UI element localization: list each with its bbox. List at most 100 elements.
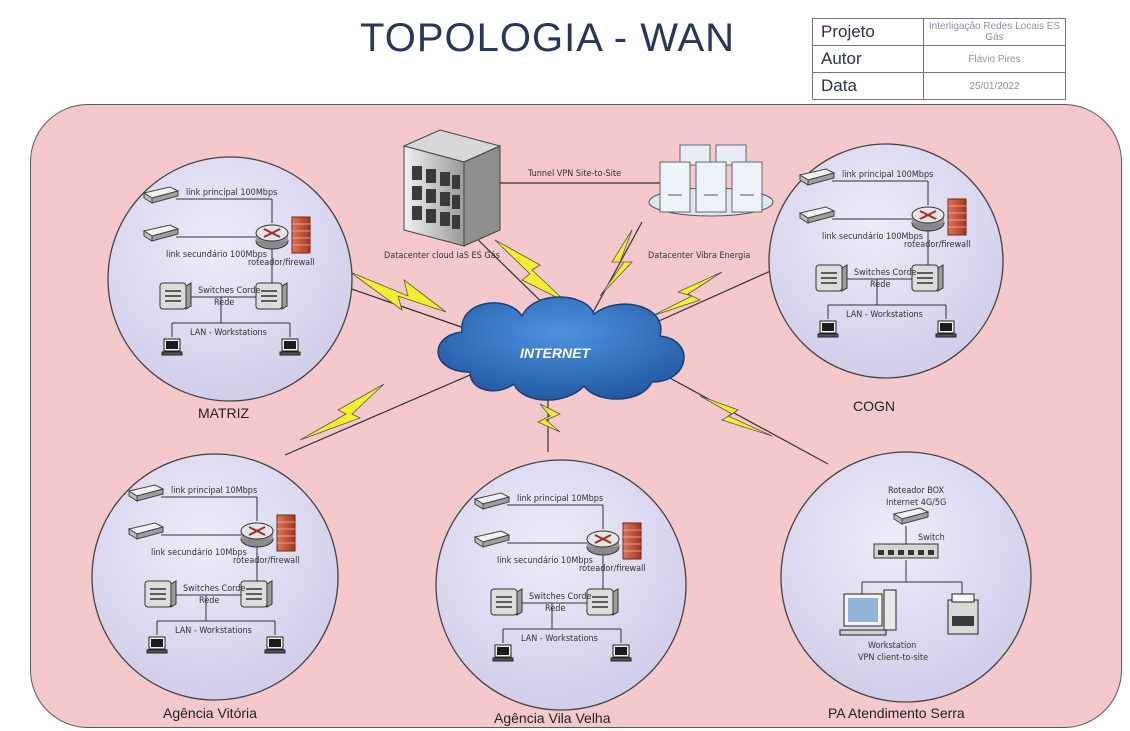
lightning-bolt-icon xyxy=(599,229,633,297)
workstation-icon xyxy=(492,644,514,662)
link-primary-label: link principal 10Mbps xyxy=(171,486,257,496)
switches-label: Switches Corde xyxy=(183,584,245,594)
date-label: Data xyxy=(812,72,924,100)
rede-label: Rede xyxy=(199,596,219,606)
workstation-icon xyxy=(817,320,839,338)
router-label: Internet 4G/5G xyxy=(886,498,946,508)
site-name-label: Agência Vila Velha xyxy=(494,710,611,726)
site-wiring xyxy=(861,526,963,600)
switches-label: Switches Corde xyxy=(854,268,916,278)
lightning-bolt-icon xyxy=(494,239,567,303)
switches-label: Switches Corde xyxy=(529,592,591,602)
link-vitoria xyxy=(284,374,471,456)
sites-group: MATRIZ link principal 100Mbps link secundá… xyxy=(91,143,1032,726)
link-serra xyxy=(667,376,829,465)
switch-icon xyxy=(240,580,273,608)
link-matriz xyxy=(339,284,471,331)
site-vitoria: Agência Vitória link principal 10Mbps link… xyxy=(91,453,339,721)
lightning-bolt-icon xyxy=(349,271,447,313)
datacenter-building-icon xyxy=(402,129,502,247)
rede-label: Rede xyxy=(214,298,234,308)
router-label: roteador/firewall xyxy=(904,240,971,250)
link-primary-label: link principal 10Mbps xyxy=(517,494,603,504)
router-label: roteador/firewall xyxy=(233,556,300,566)
modem-icon xyxy=(473,530,511,548)
site-name-label: COGN xyxy=(853,398,895,414)
site-name-label: PA Atendimento Serra xyxy=(828,705,965,721)
info-row-author: Autor Flávio Pires xyxy=(812,45,1066,73)
switch-icon xyxy=(586,588,619,616)
router-icon xyxy=(911,206,945,232)
lightning-bolt-icon xyxy=(699,395,773,437)
lightning-bolts xyxy=(299,229,773,441)
modem-icon xyxy=(142,224,180,242)
modem-icon xyxy=(798,168,836,186)
firewall-icon xyxy=(291,216,311,254)
switch-icon xyxy=(911,264,944,292)
router-label: Roteador BOX xyxy=(888,486,944,496)
diagram-title: TOPOLOGIA - WAN xyxy=(360,16,736,60)
lightning-bolt-icon xyxy=(537,403,561,433)
switch-icon xyxy=(490,588,523,616)
router-icon xyxy=(586,530,620,556)
rede-label: Rede xyxy=(545,604,565,614)
link-vibra-to-internet xyxy=(589,221,643,319)
switch-icon xyxy=(159,282,192,310)
lan-label: LAN - Workstations xyxy=(175,626,252,636)
modem-icon xyxy=(127,484,165,502)
link-secondary-label: link secundário 10Mbps xyxy=(151,548,247,558)
link-primary-label: link principal 100Mbps xyxy=(842,170,933,180)
router-icon xyxy=(255,224,289,250)
site-wiring xyxy=(171,198,291,337)
switch-icon xyxy=(873,543,939,559)
workstation-icon xyxy=(839,589,897,636)
link-secondary-label: link secundário 100Mbps xyxy=(166,250,267,260)
site-cogn: COGN link principal 100Mbps link secundári… xyxy=(768,143,1004,414)
firewall-icon xyxy=(622,522,642,560)
info-row-date: Data 25/01/2022 xyxy=(812,72,1066,100)
site-name-label: MATRIZ xyxy=(198,405,250,421)
modem-icon xyxy=(798,206,836,224)
datacenter-vibra-label: Datacenter Vibra Energia xyxy=(648,251,750,261)
author-value: Flávio Pires xyxy=(923,45,1066,73)
link-secondary-label: link secundário 10Mbps xyxy=(497,556,593,566)
switch-icon xyxy=(815,264,848,292)
workstation-icon xyxy=(279,338,301,356)
modem-icon xyxy=(142,186,180,204)
workstation-icon xyxy=(161,338,183,356)
switches-label: Switches Corde xyxy=(198,286,260,296)
printer-icon xyxy=(947,593,979,635)
site-matriz: MATRIZ link principal 100Mbps link secundá… xyxy=(107,156,353,421)
modem-icon xyxy=(473,492,511,510)
router-label: roteador/firewall xyxy=(248,258,315,268)
internet-label: INTERNET xyxy=(520,345,591,361)
site-vilavelha: Agência Vila Velha link principal 10Mbps l… xyxy=(435,459,687,726)
modem-icon xyxy=(892,507,930,525)
internet-cloud-icon xyxy=(437,296,685,401)
rede-label: Rede xyxy=(870,280,890,290)
vpn-tunnel-label: Tunnel VPN Site-to-Site xyxy=(527,169,621,179)
router-label: roteador/firewall xyxy=(579,564,646,574)
router-icon xyxy=(240,522,274,548)
site-wiring xyxy=(502,504,622,643)
workstation-icon xyxy=(146,636,168,654)
site-circle xyxy=(768,143,1004,379)
link-secondary-label: link secundário 100Mbps xyxy=(822,232,923,242)
link-primary-label: link principal 100Mbps xyxy=(186,188,277,198)
switch-icon xyxy=(144,580,177,608)
workstation-icon xyxy=(610,644,632,662)
site-wiring xyxy=(156,496,276,635)
datacenter-cloud-label: Datacenter cloud IaS ES Gás xyxy=(384,251,500,261)
date-value: 25/01/2022 xyxy=(923,72,1066,100)
firewall-icon xyxy=(947,198,967,236)
workstation-label: Workstation xyxy=(868,641,916,651)
site-wiring xyxy=(827,180,947,319)
lan-label: LAN - Workstations xyxy=(521,634,598,644)
modem-icon xyxy=(127,522,165,540)
info-table: Projeto Interligação Redes Locais ES Gás… xyxy=(812,18,1066,100)
workstation-label: VPN client-to-site xyxy=(858,653,928,663)
workstation-icon xyxy=(264,636,286,654)
lan-label: LAN - Workstations xyxy=(846,310,923,320)
site-name-label: Agência Vitória xyxy=(163,705,257,721)
